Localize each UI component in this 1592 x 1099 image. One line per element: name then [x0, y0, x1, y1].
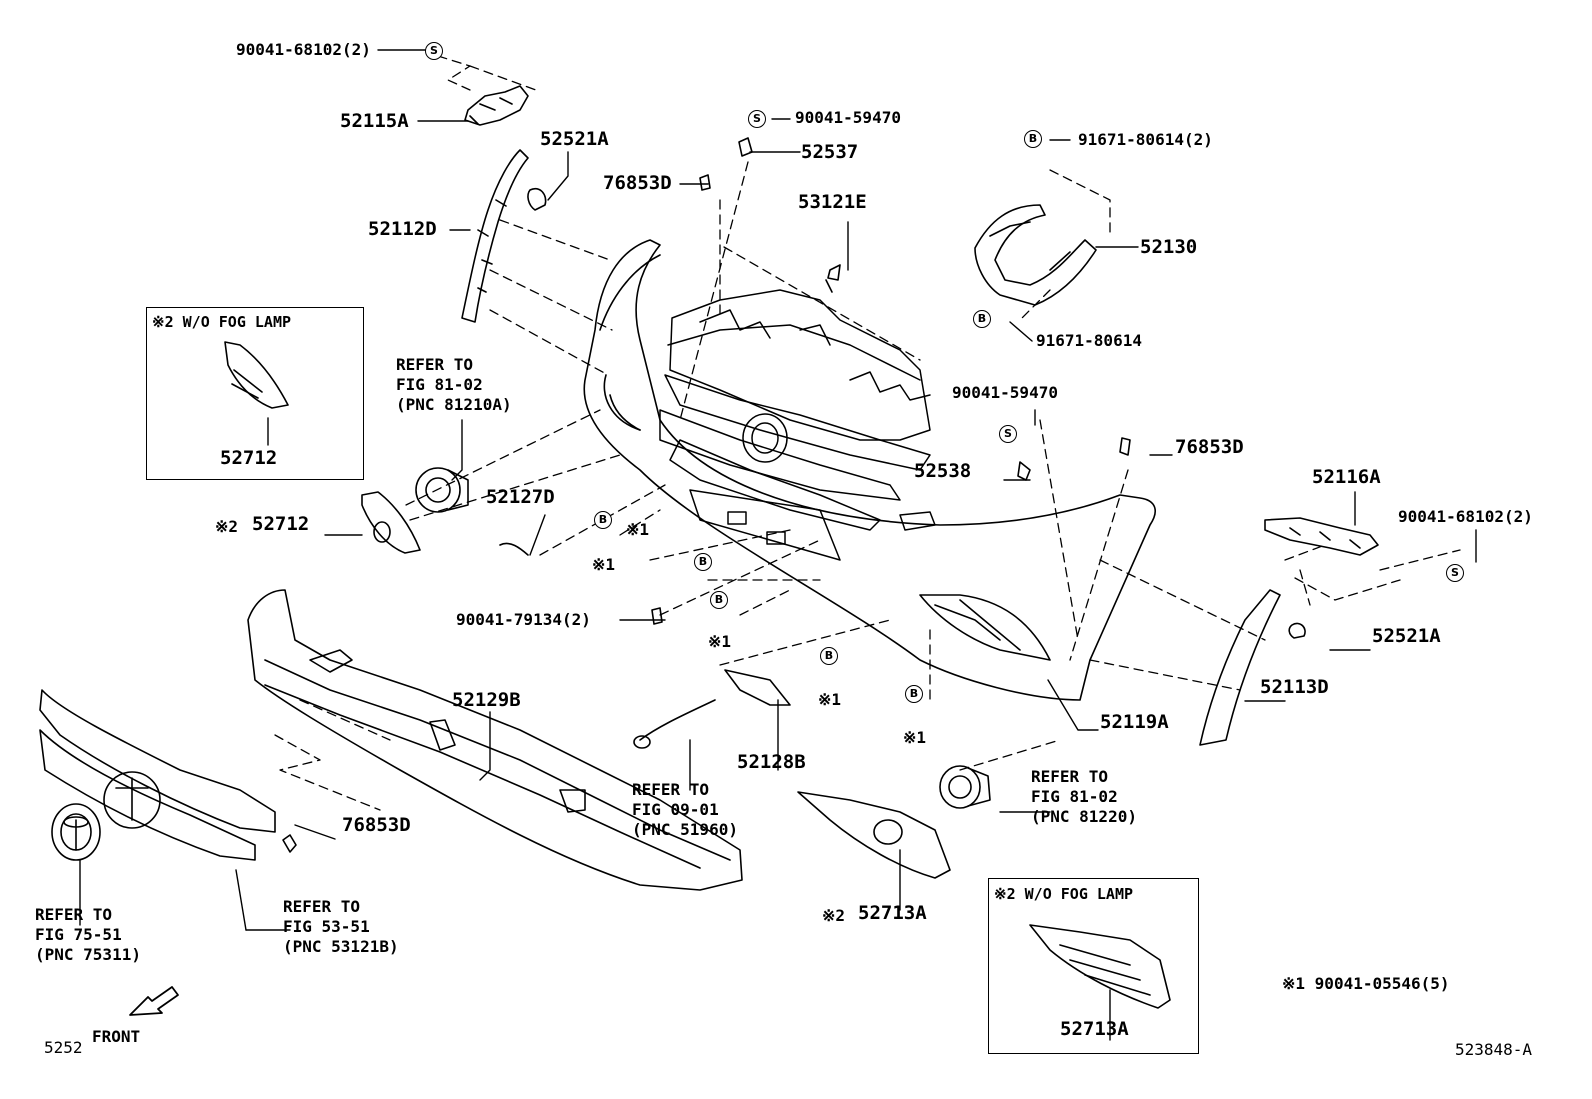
label-52712: 52712 [252, 513, 310, 535]
bracket-52130 [974, 204, 1097, 306]
leader-lines [79, 49, 1477, 1041]
mark-1: ※1 [626, 520, 650, 539]
mark-2: ※2 [215, 517, 239, 536]
label-52127D: 52127D [486, 486, 555, 508]
wo-fog-lamp-box-left [146, 307, 364, 480]
dashed-lines [274, 55, 1461, 811]
bracket-52116A [1264, 517, 1379, 556]
label-90041-79134: 90041-79134(2) [456, 610, 591, 629]
label-52713A: 52713A [858, 902, 927, 924]
bolt-symbol-icon: B [694, 553, 712, 571]
mark-2: ※2 [822, 906, 846, 925]
bolt-symbol-icon: B [905, 685, 923, 703]
ref-wire: REFER TO FIG 09-01 (PNC 51960) [632, 780, 738, 839]
page-code: 5252 [44, 1038, 83, 1057]
label-52130: 52130 [1140, 236, 1198, 258]
wo-fog-lamp-box-right [988, 878, 1199, 1054]
figure-id: 523848-A [1455, 1040, 1533, 1059]
fog-cover-52712 [361, 491, 421, 554]
bracket-52115A [464, 85, 529, 126]
fog-cover-52712-box [224, 341, 289, 409]
label-90041-59470-mid: 90041-59470 [952, 383, 1058, 402]
bumper-cover-52119A [583, 239, 1156, 701]
bolt-symbol-icon: B [710, 591, 728, 609]
screw-symbol-icon: S [1446, 564, 1464, 582]
label-76853D-bottom: 76853D [342, 814, 411, 836]
bolt-symbol-icon: B [594, 511, 612, 529]
label-90041-68102-top: 90041-68102(2) [236, 40, 371, 59]
upper-grille-53121E [659, 289, 936, 561]
fog-lamp-right [939, 765, 991, 809]
label-52112D: 52112D [368, 218, 437, 240]
label-52521A-top: 52521A [540, 128, 609, 150]
label-52538: 52538 [914, 460, 972, 482]
screw-symbol-icon: S [748, 110, 766, 128]
emblem [51, 803, 101, 861]
label-91671-80614: 91671-80614 [1036, 331, 1142, 350]
label-52115A: 52115A [340, 110, 409, 132]
label-52128B: 52128B [737, 751, 806, 773]
bolt-symbol-icon: B [973, 310, 991, 328]
bolt-symbol-icon: B [1024, 130, 1042, 148]
box-right-title: ※2 W/O FOG LAMP [994, 885, 1133, 903]
mark-1: ※1 [592, 555, 616, 574]
front-label: FRONT [92, 1027, 141, 1046]
fasteners [282, 137, 1306, 853]
screw-symbol-icon: S [425, 42, 443, 60]
fog-lamp-left [415, 467, 469, 513]
ref-emblem: REFER TO FIG 75-51 (PNC 75311) [35, 905, 141, 964]
front-grille [39, 689, 276, 861]
footnote: ※1 90041-05546(5) [1282, 974, 1450, 993]
label-52713A-box: 52713A [1060, 1018, 1129, 1040]
fog-cover-52713A [797, 791, 951, 879]
bolt-symbol-icon: B [820, 647, 838, 665]
label-52119A: 52119A [1100, 711, 1169, 733]
box-left-title: ※2 W/O FOG LAMP [152, 313, 291, 331]
label-76853D-right: 76853D [1175, 436, 1244, 458]
front-arrow-icon [129, 986, 179, 1016]
label-52129B: 52129B [452, 689, 521, 711]
lower-grille-52129B [247, 589, 743, 891]
mark-1: ※1 [818, 690, 842, 709]
label-52712-box: 52712 [220, 447, 278, 469]
screw-symbol-icon: S [999, 425, 1017, 443]
mark-1: ※1 [708, 632, 732, 651]
label-76853D-top: 76853D [603, 172, 672, 194]
fog-cover-52713A-box [1029, 924, 1171, 1009]
label-91671-80614-2: 91671-80614(2) [1078, 130, 1213, 149]
wire-harness [499, 542, 716, 749]
label-53121E: 53121E [798, 191, 867, 213]
retainer-52113D [1199, 589, 1281, 746]
label-90041-59470-top: 90041-59470 [795, 108, 901, 127]
label-52537: 52537 [801, 141, 859, 163]
ref-grille: REFER TO FIG 53-51 (PNC 53121B) [283, 897, 399, 956]
ref-fog-lamp-left: REFER TO FIG 81-02 (PNC 81210A) [396, 355, 512, 414]
ref-fog-lamp-right: REFER TO FIG 81-02 (PNC 81220) [1031, 767, 1137, 826]
wire-clip-52128B [724, 669, 791, 706]
mark-1: ※1 [903, 728, 927, 747]
label-90041-68102-right: 90041-68102(2) [1398, 507, 1533, 526]
label-52116A: 52116A [1312, 466, 1381, 488]
retainer-52112D [461, 149, 529, 323]
label-52521A-right: 52521A [1372, 625, 1441, 647]
label-52113D: 52113D [1260, 676, 1329, 698]
